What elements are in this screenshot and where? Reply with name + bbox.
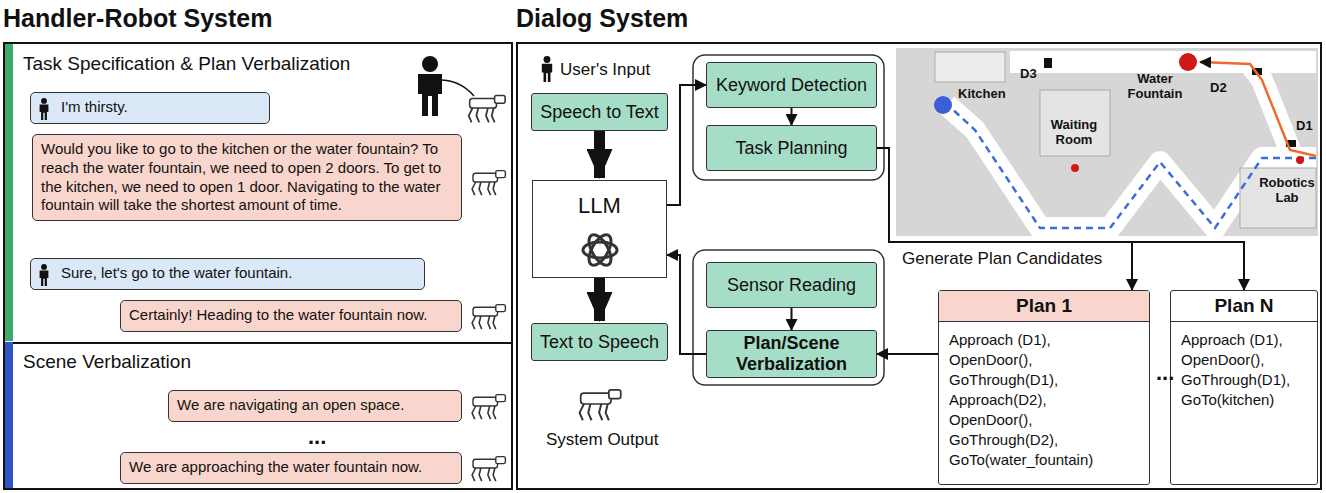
plan-heading: Plan 1 xyxy=(939,291,1149,322)
section-heading: Scene Verbalization xyxy=(23,351,191,373)
panel-title: Handler-Robot System xyxy=(3,4,272,33)
process-box: Keyword Detection xyxy=(706,62,877,108)
plan-box: Plan NApproach (D1), OpenDoor(), GoThrou… xyxy=(1170,290,1318,485)
process-box: Text to Speech xyxy=(531,323,668,361)
map-ground xyxy=(896,48,1318,236)
utterance: Sure, let's go to the water fountain. xyxy=(61,264,416,283)
flow-arrow xyxy=(594,131,605,178)
robot-icon xyxy=(472,305,505,330)
robot-icon xyxy=(580,390,621,420)
user-bubble: Sure, let's go to the water fountain. xyxy=(30,258,425,290)
box-text: LLM xyxy=(533,193,666,219)
room xyxy=(1240,168,1316,228)
map-label: D1 xyxy=(1296,118,1313,133)
utterance: I'm thirsty. xyxy=(61,98,261,117)
robot-icon xyxy=(472,171,505,196)
door xyxy=(1044,58,1052,68)
flow-arrow xyxy=(594,278,605,321)
robot-bubble: We are navigating an open space. xyxy=(168,390,462,422)
section: Task Specification & Plan VerbalizationI… xyxy=(5,44,511,341)
panel-title: Dialog System xyxy=(516,4,688,33)
box-text: Sensor Reading xyxy=(727,275,856,296)
map-label: Waiting Room xyxy=(1038,118,1110,148)
room xyxy=(935,52,1005,82)
map-label: D3 xyxy=(1020,66,1037,81)
note-label: User's Input xyxy=(560,60,650,80)
connector xyxy=(877,353,938,355)
route-fountain xyxy=(1200,62,1316,156)
robot-icon xyxy=(469,96,505,123)
lab-dot xyxy=(1296,156,1304,164)
connectors xyxy=(600,85,1245,354)
robot-icon xyxy=(472,395,505,420)
group-box xyxy=(693,250,884,385)
box-text: Keyword Detection xyxy=(716,75,867,96)
connector xyxy=(667,255,706,354)
map-label: Water Fountain xyxy=(1124,72,1186,102)
corridor xyxy=(947,105,1316,228)
plan-box: Plan 1Approach (D1), OpenDoor(), GoThrou… xyxy=(938,290,1150,485)
handler-figure xyxy=(418,56,442,116)
box-text: Text to Speech xyxy=(540,332,659,353)
robot-bubble: Would you like to go to the kitchen or t… xyxy=(32,134,462,221)
connector xyxy=(791,108,793,125)
leash xyxy=(440,80,474,96)
section-heading: Task Specification & Plan Verbalization xyxy=(23,53,350,75)
connector xyxy=(667,85,706,205)
utterance: We are navigating an open space. xyxy=(177,396,453,415)
robot-bubble: Certainly! Heading to the water fountain… xyxy=(120,300,462,332)
map-label: D2 xyxy=(1210,80,1227,95)
plan-heading: Plan N xyxy=(1171,291,1317,322)
box-text: Speech to Text xyxy=(540,102,659,123)
process-box: Sensor Reading xyxy=(706,262,877,308)
box-text: Plan/Scene Verbalization xyxy=(713,333,870,375)
user-icon xyxy=(542,56,552,82)
process-box: Task Planning xyxy=(706,125,877,171)
note-label: ... xyxy=(308,424,326,450)
utterance: Would you like to go to the kitchen or t… xyxy=(41,140,453,215)
kitchen-dot xyxy=(934,96,952,114)
utterance: Certainly! Heading to the water fountain… xyxy=(129,306,453,325)
utterance: We are approaching the water fountain no… xyxy=(129,458,453,477)
robot-bubble: We are approaching the water fountain no… xyxy=(120,452,462,484)
panel: Handler-Robot SystemTask Specification &… xyxy=(3,42,513,490)
llm-box: LLM xyxy=(532,180,667,278)
connector xyxy=(877,148,1132,290)
note-label: Generate Plan Candidates xyxy=(902,249,1102,269)
note-label: System Output xyxy=(546,430,658,450)
plan-steps: Approach (D1), OpenDoor(), GoThrough(D1)… xyxy=(1171,322,1317,418)
process-box: Speech to Text xyxy=(531,93,668,131)
box-text: Task Planning xyxy=(735,138,847,159)
connector xyxy=(877,148,1244,290)
process-box: Plan/Scene Verbalization xyxy=(706,330,877,378)
waiting-dot xyxy=(1071,164,1079,172)
robot-icon xyxy=(472,457,505,482)
connector xyxy=(791,308,793,330)
group-box xyxy=(693,55,884,180)
map-label: Kitchen xyxy=(958,86,1006,101)
fountain-dot xyxy=(1179,53,1197,71)
route-kitchen xyxy=(950,107,1316,228)
map-label: Robotics Lab xyxy=(1258,176,1316,206)
section: Scene Verbalization We are navigating an … xyxy=(5,342,511,488)
user-bubble: I'm thirsty. xyxy=(30,92,270,124)
plan-steps: Approach (D1), OpenDoor(), GoThrough(D1)… xyxy=(939,322,1124,478)
note-label: ... xyxy=(1156,360,1174,386)
corridor xyxy=(1010,51,1316,73)
floor-map xyxy=(896,48,1318,236)
